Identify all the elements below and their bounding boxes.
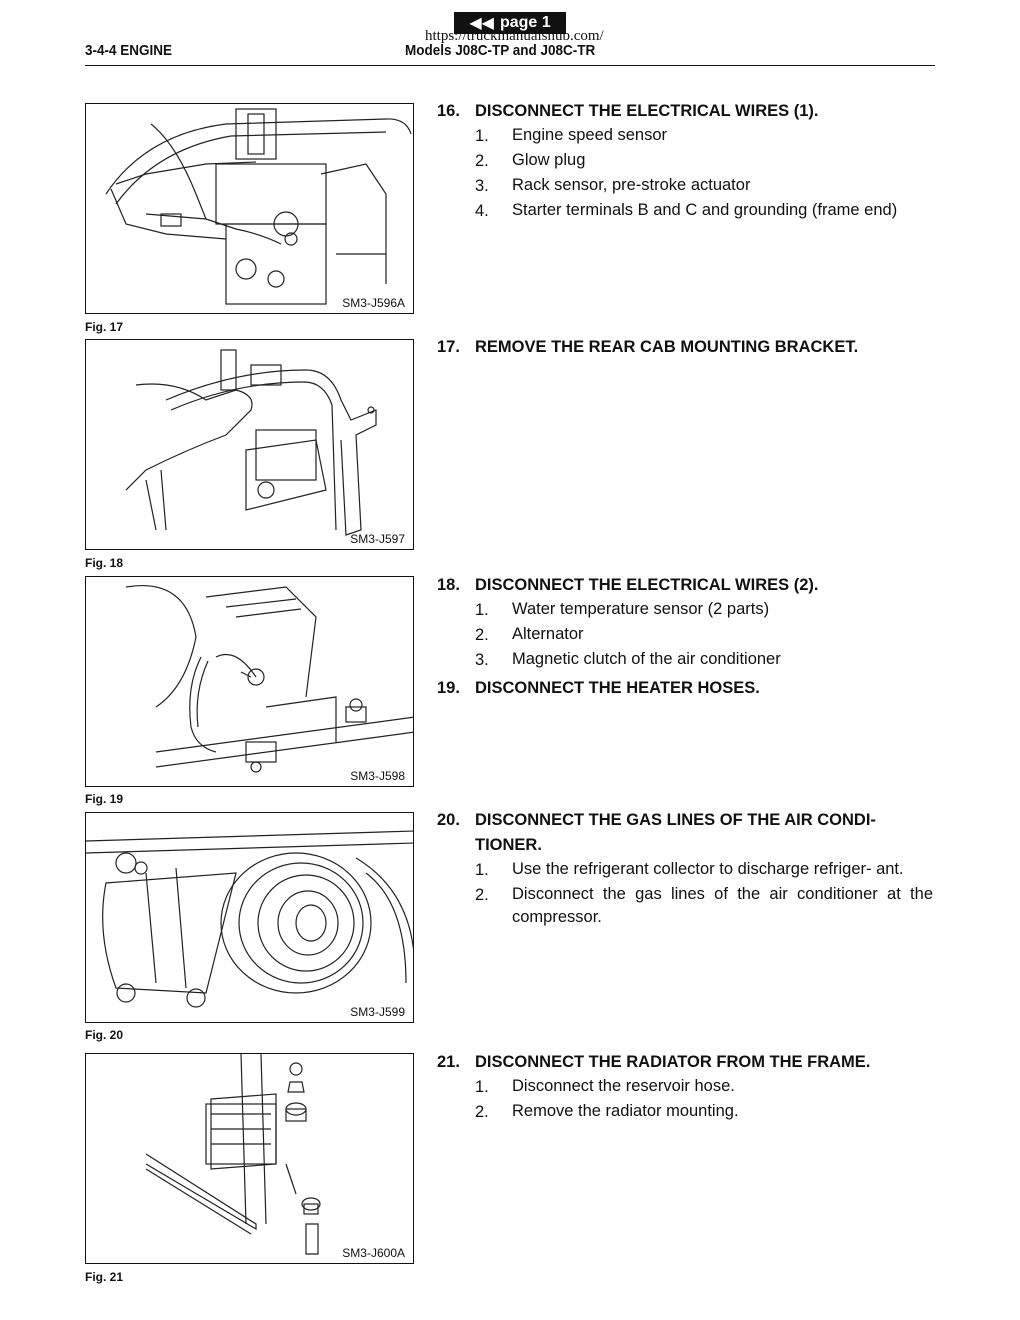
- step-text: Alternator: [512, 625, 584, 643]
- step-number: 2.: [475, 1103, 489, 1121]
- page-nav-button[interactable]: ◀◀ page 1: [454, 12, 566, 34]
- step-20: 20. DISCONNECT THE GAS LINES OF THE AIR C…: [437, 808, 933, 929]
- figure-21-label: Fig. 21: [85, 1270, 124, 1284]
- step-number: 2.: [475, 626, 489, 644]
- step-number: 2.: [475, 886, 489, 904]
- step-text: REMOVE THE REAR CAB MOUNTING BRACKET.: [475, 338, 859, 356]
- step-17: 17. REMOVE THE REAR CAB MOUNTING BRACKET.: [437, 335, 937, 360]
- step-text: DISCONNECT THE RADIATOR FROM THE FRAME.: [475, 1053, 871, 1071]
- step-number: 4.: [475, 202, 489, 220]
- figure-18: SM3-J597: [85, 339, 414, 550]
- list-item: 3. Magnetic clutch of the air conditioner: [475, 648, 937, 673]
- figure-18-label: Fig. 18: [85, 556, 124, 570]
- step-text: Disconnect the reservoir hose.: [512, 1077, 735, 1095]
- figure-code: SM3-J599: [350, 1005, 405, 1019]
- source-url[interactable]: https://truckmanualshub.com/: [425, 28, 604, 44]
- figure-code: SM3-J596A: [342, 296, 405, 310]
- page-nav-label: page 1: [499, 14, 551, 31]
- step-number: 2.: [475, 152, 489, 170]
- figure-20: SM3-J599: [85, 812, 414, 1023]
- step-number: 16.: [437, 102, 460, 120]
- list-item: 1. Use the refrigerant collector to disch…: [475, 858, 933, 883]
- list-item: 1. Disconnect the reservoir hose.: [475, 1075, 937, 1100]
- header-divider: [85, 65, 935, 66]
- step-16: 16.DISCONNECT THE ELECTRICAL WIRES (1). …: [437, 99, 937, 224]
- step-21: 21. DISCONNECT THE RADIATOR FROM THE FRAM…: [437, 1050, 937, 1125]
- list-item: 2. Remove the radiator mounting.: [475, 1100, 937, 1125]
- step-number: 3.: [475, 177, 489, 195]
- list-item: 2. Glow plug: [475, 149, 937, 174]
- step-text: Starter terminals B and C and grounding …: [512, 201, 898, 219]
- models-title: Models J08C-TP and J08C-TR: [405, 42, 596, 59]
- step-number: 17.: [437, 338, 460, 356]
- step-18: 18.DISCONNECT THE ELECTRICAL WIRES (2). …: [437, 573, 937, 673]
- step-number: 1.: [475, 861, 489, 879]
- figure-19-label: Fig. 19: [85, 792, 124, 806]
- step-number: 1.: [475, 1078, 489, 1096]
- step-number: 1.: [475, 127, 489, 145]
- rewind-icon: ◀◀: [469, 15, 494, 32]
- step-19: 19. DISCONNECT THE HEATER HOSES.: [437, 676, 937, 701]
- list-item: 3. Rack sensor, pre-stroke actuator: [475, 174, 937, 199]
- section-title: 3-4-4 ENGINE: [85, 42, 173, 59]
- step-number: 18.: [437, 576, 460, 594]
- step-text: Remove the radiator mounting.: [512, 1102, 739, 1120]
- step-text: DISCONNECT THE HEATER HOSES.: [475, 679, 760, 697]
- list-item: 4. Starter terminals B and C and groundin…: [475, 199, 937, 224]
- figure-19: SM3-J598: [85, 576, 414, 787]
- step-text: Disconnect the gas lines of the air cond…: [512, 885, 933, 926]
- step-text: DISCONNECT THE ELECTRICAL WIRES (1).: [475, 102, 819, 120]
- step-text: Use the refrigerant collector to dischar…: [512, 860, 904, 878]
- step-text: Rack sensor, pre-stroke actuator: [512, 176, 751, 194]
- step-number: 3.: [475, 651, 489, 669]
- figure-17: SM3-J596A: [85, 103, 414, 314]
- step-number: 21.: [437, 1053, 460, 1071]
- step-text: DISCONNECT THE GAS LINES OF THE AIR COND…: [475, 811, 876, 854]
- figure-code: SM3-J597: [350, 532, 405, 546]
- list-item: 2. Disconnect the gas lines of the air co…: [475, 883, 933, 929]
- step-number: 19.: [437, 679, 460, 697]
- list-item: 1. Engine speed sensor: [475, 124, 937, 149]
- step-text: DISCONNECT THE ELECTRICAL WIRES (2).: [475, 576, 819, 594]
- figure-21: SM3-J600A: [85, 1053, 414, 1264]
- figure-20-label: Fig. 20: [85, 1028, 124, 1042]
- list-item: 1. Water temperature sensor (2 parts): [475, 598, 937, 623]
- figure-code: SM3-J598: [350, 769, 405, 783]
- list-item: 2. Alternator: [475, 623, 937, 648]
- figure-17-label: Fig. 17: [85, 320, 124, 334]
- step-text: Water temperature sensor (2 parts): [512, 600, 770, 618]
- step-number: 1.: [475, 601, 489, 619]
- step-text: Engine speed sensor: [512, 126, 668, 144]
- step-number: 20.: [437, 811, 460, 829]
- figure-code: SM3-J600A: [342, 1246, 405, 1260]
- step-text: Glow plug: [512, 151, 586, 169]
- step-text: Magnetic clutch of the air conditioner: [512, 650, 781, 668]
